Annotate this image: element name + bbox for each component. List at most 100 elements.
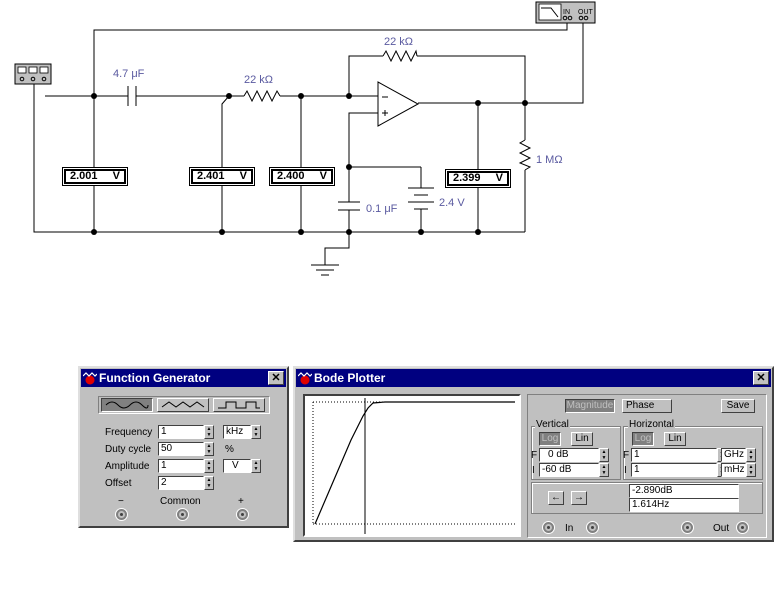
phase-button[interactable]: Phase bbox=[622, 399, 672, 413]
vertical-final-input[interactable]: 0 dB bbox=[539, 448, 599, 462]
vertical-initial-spinner[interactable]: ▲▼ bbox=[599, 463, 609, 477]
voltmeter-3[interactable]: 2.400 V bbox=[271, 169, 333, 184]
bode-in-terminal-2[interactable] bbox=[587, 522, 598, 533]
horizontal-lin-button[interactable]: Lin bbox=[664, 432, 686, 446]
cursor-left-button[interactable]: ← bbox=[548, 491, 564, 505]
triangle-wave-icon bbox=[161, 401, 205, 408]
common-terminal[interactable] bbox=[177, 509, 188, 520]
horizontal-initial-input[interactable]: 1 bbox=[631, 463, 717, 477]
horizontal-log-button[interactable]: Log bbox=[632, 432, 654, 446]
function-generator-icon[interactable] bbox=[14, 63, 52, 85]
horizontal-group-title: Horizontal bbox=[628, 419, 676, 430]
frequency-label: Frequency bbox=[105, 427, 153, 438]
amplitude-unit-spinner[interactable]: ▲▼ bbox=[251, 459, 261, 473]
offset-input[interactable]: 2 bbox=[158, 476, 204, 490]
voltmeter-2-unit: V bbox=[239, 170, 247, 182]
bode-in-terminal-1[interactable] bbox=[543, 522, 554, 533]
cursor-right-button[interactable]: → bbox=[571, 491, 587, 505]
readout-frequency: 1.614Hz bbox=[629, 498, 739, 512]
frequency-input[interactable]: 1 bbox=[158, 425, 204, 439]
bode-plotter-titlebar[interactable]: Bode Plotter ✕ bbox=[296, 369, 771, 387]
bode-connector-in-label: IN bbox=[563, 9, 570, 16]
frequency-unit-select[interactable]: kHz bbox=[223, 425, 251, 439]
horizontal-group bbox=[623, 426, 763, 480]
save-button[interactable]: Save bbox=[721, 399, 755, 413]
duty-cycle-spinner[interactable]: ▲▼ bbox=[204, 442, 214, 456]
bode-plotter-window: Bode Plotter ✕ Magnitude Phase Save Vert… bbox=[293, 366, 774, 542]
cap1-label: 4.7 μF bbox=[113, 68, 145, 80]
magnitude-button[interactable]: Magnitude bbox=[565, 399, 615, 413]
bode-plotter-close-button[interactable]: ✕ bbox=[753, 371, 769, 385]
bode-plotter-icon[interactable] bbox=[535, 1, 596, 24]
vertical-initial-input[interactable]: -60 dB bbox=[539, 463, 599, 477]
bode-plot bbox=[312, 398, 515, 534]
horizontal-final-input[interactable]: 1 bbox=[631, 448, 717, 462]
frequency-unit-spinner[interactable]: ▲▼ bbox=[251, 425, 261, 439]
amplitude-input[interactable]: 1 bbox=[158, 459, 204, 473]
magnitude-trace bbox=[314, 401, 515, 525]
duty-cycle-label: Duty cycle bbox=[105, 444, 152, 455]
voltmeter-2[interactable]: 2.401 V bbox=[191, 169, 253, 184]
bode-out-label: Out bbox=[713, 523, 730, 534]
vertical-final-label: F bbox=[531, 450, 538, 461]
plus-terminal[interactable] bbox=[237, 509, 248, 520]
horizontal-final-unit[interactable]: GHz bbox=[721, 448, 746, 462]
function-generator-titlebar[interactable]: Function Generator ✕ bbox=[81, 369, 286, 387]
vertical-lin-button[interactable]: Lin bbox=[571, 432, 593, 446]
voltmeter-2-value: 2.401 bbox=[197, 170, 225, 182]
minus-terminal[interactable] bbox=[116, 509, 127, 520]
readout-magnitude: -2.890dB bbox=[629, 484, 739, 498]
voltmeter-3-value: 2.400 bbox=[277, 170, 305, 182]
res-load-label: 1 MΩ bbox=[536, 154, 563, 166]
readout-group bbox=[531, 482, 763, 514]
voltmeter-4[interactable]: 2.399 V bbox=[447, 171, 509, 186]
cap2-label: 0.1 μF bbox=[366, 203, 398, 215]
bode-out-terminal-2[interactable] bbox=[737, 522, 748, 533]
voltmeter-4-unit: V bbox=[495, 172, 503, 184]
horizontal-final-label: F bbox=[623, 450, 630, 461]
function-generator-window: Function Generator ✕ Frequency 1 ▲▼ kHz … bbox=[78, 366, 289, 528]
app-icon bbox=[298, 372, 312, 385]
bode-controls-panel bbox=[527, 394, 767, 538]
amplitude-spinner[interactable]: ▲▼ bbox=[204, 459, 214, 473]
vertical-final-spinner[interactable]: ▲▼ bbox=[599, 448, 609, 462]
plus-terminal-label: + bbox=[238, 496, 244, 507]
bode-connector-out-label: OUT bbox=[578, 9, 594, 16]
vertical-log-button[interactable]: Log bbox=[539, 432, 561, 446]
bode-out-terminal-1[interactable] bbox=[682, 522, 693, 533]
square-wave-button[interactable] bbox=[213, 398, 265, 412]
triangle-wave-button[interactable] bbox=[157, 398, 209, 412]
vertical-group bbox=[531, 426, 621, 480]
sine-wave-button[interactable] bbox=[101, 398, 153, 412]
circuit-schematic: IN OUT 4.7 μF 22 kΩ 22 kΩ 1 MΩ 0.1 μF 2.… bbox=[14, 1, 596, 276]
app-icon bbox=[83, 372, 97, 385]
voltmeter-1-value: 2.001 bbox=[70, 170, 98, 182]
amplitude-unit-select[interactable]: V bbox=[223, 459, 251, 473]
offset-spinner[interactable]: ▲▼ bbox=[204, 476, 214, 490]
horizontal-initial-unit[interactable]: mHz bbox=[721, 463, 746, 477]
function-generator-title: Function Generator bbox=[99, 371, 211, 385]
bode-plot-display[interactable] bbox=[303, 394, 521, 537]
square-wave-icon bbox=[218, 401, 260, 409]
offset-label: Offset bbox=[105, 478, 132, 489]
voltmeter-1-unit: V bbox=[112, 170, 120, 182]
function-generator-close-button[interactable]: ✕ bbox=[268, 371, 284, 385]
horizontal-final-unit-spinner[interactable]: ▲▼ bbox=[746, 448, 756, 462]
duty-cycle-unit: % bbox=[225, 444, 234, 455]
voltmeter-3-unit: V bbox=[319, 170, 327, 182]
horizontal-initial-unit-spinner[interactable]: ▲▼ bbox=[746, 463, 756, 477]
frequency-spinner[interactable]: ▲▼ bbox=[204, 425, 214, 439]
minus-terminal-label: − bbox=[118, 496, 124, 507]
amplitude-label: Amplitude bbox=[105, 461, 150, 472]
voltmeter-1[interactable]: 2.001 V bbox=[64, 169, 126, 184]
res-input-label: 22 kΩ bbox=[244, 74, 273, 86]
bode-in-label: In bbox=[565, 523, 574, 534]
horizontal-initial-label: I bbox=[624, 465, 627, 476]
voltmeter-4-value: 2.399 bbox=[453, 172, 481, 184]
duty-cycle-input[interactable]: 50 bbox=[158, 442, 204, 456]
res-feedback-label: 22 kΩ bbox=[384, 36, 413, 48]
waveform-selector bbox=[98, 396, 270, 414]
vertical-initial-label: I bbox=[532, 465, 535, 476]
battery-label: 2.4 V bbox=[439, 197, 465, 209]
vertical-group-title: Vertical bbox=[535, 419, 570, 430]
